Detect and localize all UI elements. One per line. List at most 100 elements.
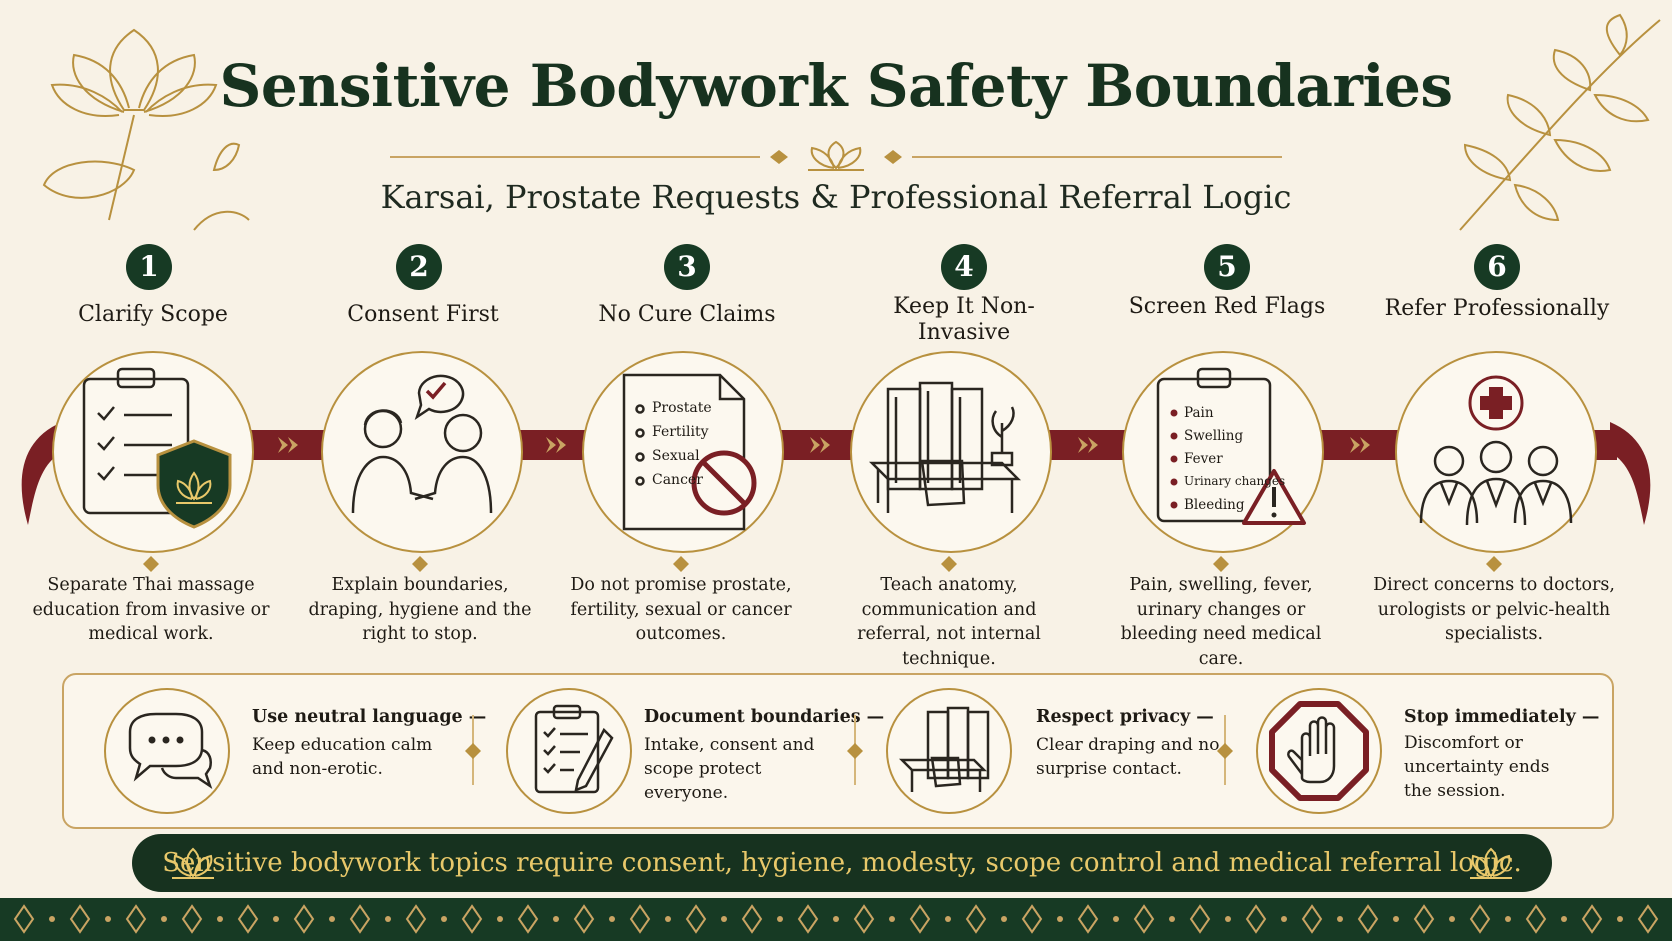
red-flag-clipboard-icon — [1156, 367, 1306, 525]
footer-dot — [1001, 916, 1007, 922]
footer-ornament — [1581, 904, 1603, 934]
footer-dot — [1057, 916, 1063, 922]
step-3-number: 3 — [664, 244, 710, 290]
step-3-title: No Cure Claims — [598, 302, 776, 327]
step-5-number: 5 — [1204, 244, 1250, 290]
tip-1-body: Keep education calm and non-erotic. — [252, 735, 433, 779]
footer-dot — [385, 916, 391, 922]
footer-ornament — [461, 904, 483, 934]
footer-dot — [609, 916, 615, 922]
leaf-branch-decoration-icon — [1459, 13, 1661, 231]
step-6-description: Direct concerns to doctors, urologists o… — [1373, 575, 1615, 644]
footer-dot — [441, 916, 447, 922]
step-6-circle — [1395, 351, 1597, 553]
step-6-number: 6 — [1474, 244, 1520, 290]
step-3-divider-icon — [673, 556, 689, 572]
footer-ornament — [1525, 904, 1547, 934]
footer-ornament — [965, 904, 987, 934]
footer-dot — [1337, 916, 1343, 922]
footer-ornament — [1021, 904, 1043, 934]
footer-ornament — [349, 904, 371, 934]
step-5-circle: Pain Swelling Fever Urinary changes Blee… — [1122, 351, 1324, 553]
footer-dot — [665, 916, 671, 922]
step-4-divider-icon — [941, 556, 957, 572]
footer-ornament — [1245, 904, 1267, 934]
footer-dot — [1225, 916, 1231, 922]
separator-diamond-icon — [465, 743, 481, 759]
red-flag-list-item: Pain — [1184, 405, 1214, 421]
footer-dot — [105, 916, 111, 922]
speech-bubbles-icon — [128, 712, 213, 790]
stop-hand-icon — [1269, 701, 1369, 801]
step-2-circle — [321, 351, 523, 553]
treatment-room-icon — [868, 381, 1022, 513]
page-subtitle: Karsai, Prostate Requests & Professional… — [380, 178, 1292, 216]
tip-1-circle — [104, 688, 230, 814]
footer-ornament — [1637, 904, 1659, 934]
footer-dot — [889, 916, 895, 922]
footer-dot — [833, 916, 839, 922]
footer-dot — [497, 916, 503, 922]
step-6-divider-icon — [1486, 556, 1502, 572]
footer-ornament — [517, 904, 539, 934]
claim-list-item: Sexual — [652, 448, 700, 464]
footer-dot — [1113, 916, 1119, 922]
tip-2-body: Intake, consent and scope protect everyo… — [644, 735, 815, 803]
tips-panel: Use neutral language — Keep education ca… — [62, 673, 1614, 829]
summary-banner: Sensitive bodywork topics require consen… — [132, 834, 1552, 892]
footer-ornament — [125, 904, 147, 934]
red-flag-list-item: Bleeding — [1184, 497, 1245, 513]
footer-ornament — [293, 904, 315, 934]
footer-dot — [553, 916, 559, 922]
footer-dot — [49, 916, 55, 922]
title-divider — [390, 140, 1282, 171]
step-4-number: 4 — [941, 244, 987, 290]
tip-2-title: Document boundaries — — [644, 707, 885, 727]
lotus-left-icon — [172, 847, 214, 879]
lotus-right-icon — [1470, 847, 1512, 879]
doctors-referral-icon — [1419, 375, 1573, 526]
tip-2-circle — [506, 688, 632, 814]
red-flag-list-item: Swelling — [1184, 428, 1244, 444]
footer-ornament — [1301, 904, 1323, 934]
footer-ornament — [629, 904, 651, 934]
lotus-decoration-icon — [42, 28, 250, 231]
footer-ornament — [853, 904, 875, 934]
summary-banner-text: Sensitive bodywork topics require consen… — [162, 848, 1522, 878]
no-claims-document-icon — [622, 373, 757, 531]
footer-ornament — [69, 904, 91, 934]
footer-ornament — [1133, 904, 1155, 934]
claim-list-item: Fertility — [652, 424, 709, 440]
footer-dot — [217, 916, 223, 922]
tip-3-title: Respect privacy — — [1036, 707, 1214, 727]
step-5-title: Screen Red Flags — [1128, 294, 1326, 319]
footer-dot — [273, 916, 279, 922]
step-1-title: Clarify Scope — [78, 302, 228, 327]
tip-1-title: Use neutral language — — [252, 707, 487, 727]
footer-dot — [1561, 916, 1567, 922]
footer-ornament — [13, 904, 35, 934]
step-6-title: Refer Professionally — [1384, 296, 1610, 321]
tip-4-body: Discomfort or uncertainty ends the sessi… — [1404, 733, 1550, 801]
step-3-description: Do not promise prostate, fertility, sexu… — [570, 575, 792, 644]
separator-diamond-icon — [1217, 743, 1233, 759]
step-1-divider-icon — [143, 556, 159, 572]
tip-4-title: Stop immediately — — [1404, 707, 1600, 727]
tip-4-circle — [1256, 688, 1382, 814]
step-4-title: Keep It Non-Invasive — [893, 294, 1035, 345]
privacy-screen-icon — [898, 706, 990, 792]
consent-conversation-icon — [351, 374, 493, 514]
step-5-divider-icon — [1213, 556, 1229, 572]
process-ribbon — [21, 422, 1651, 525]
footer-ornament — [909, 904, 931, 934]
footer-dot — [1617, 916, 1623, 922]
footer-dot — [945, 916, 951, 922]
step-4-circle — [850, 351, 1052, 553]
clipboard-pen-icon — [534, 704, 614, 794]
step-1-circle — [52, 351, 254, 553]
red-flag-list-item: Fever — [1184, 451, 1223, 467]
page-title: Sensitive Bodywork Safety Boundaries — [219, 52, 1453, 120]
footer-dot — [1505, 916, 1511, 922]
footer-ornament — [741, 904, 763, 934]
